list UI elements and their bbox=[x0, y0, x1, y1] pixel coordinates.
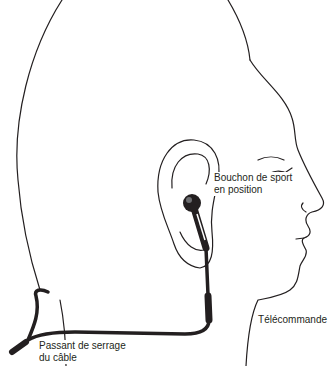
cable bbox=[28, 320, 209, 340]
earbud-stem bbox=[194, 208, 206, 248]
remote-label: Télécommande bbox=[257, 314, 328, 326]
head-outline bbox=[17, 0, 62, 290]
sport-tip-highlight bbox=[186, 197, 192, 203]
hair-outline bbox=[228, 0, 250, 60]
mouth bbox=[296, 238, 304, 239]
earbud-stem-detail bbox=[197, 214, 205, 240]
cable bbox=[206, 248, 208, 295]
earbud-label: Bouchon de sport en position bbox=[213, 172, 301, 196]
cable bbox=[28, 290, 48, 340]
nostril bbox=[302, 203, 306, 212]
ear bbox=[158, 140, 219, 268]
ear-inner bbox=[172, 154, 209, 251]
cinch-label: Passant de serrage du câble bbox=[38, 340, 136, 364]
cable-cinch bbox=[12, 342, 26, 352]
remote bbox=[208, 296, 209, 320]
brow bbox=[258, 157, 284, 160]
